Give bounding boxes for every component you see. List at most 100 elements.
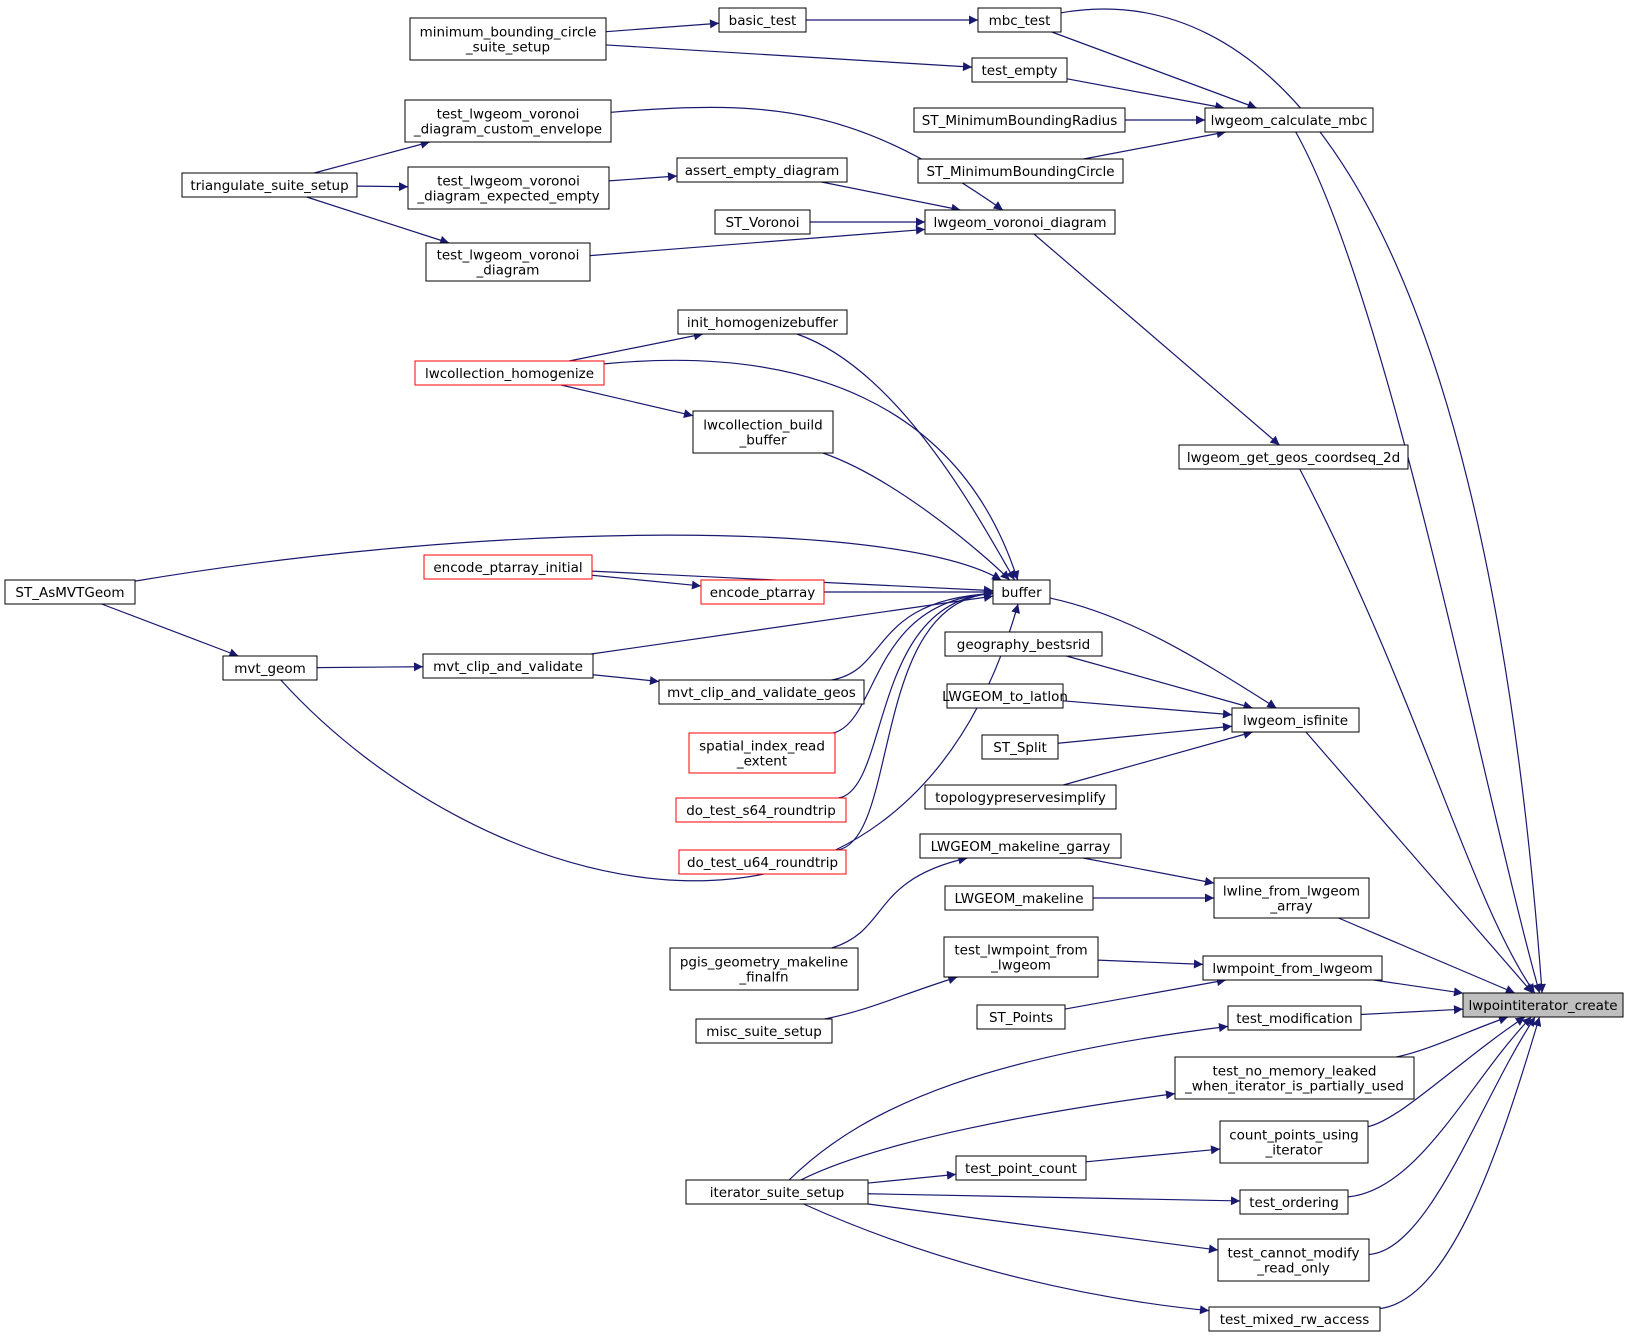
edge-test_empty-to-lwgeom_calculate_mbc [1066, 78, 1225, 111]
node-LWGEOM_makeline[interactable]: LWGEOM_makeline [944, 885, 1094, 911]
node-label: lwgeom_voronoi_diagram [933, 215, 1106, 231]
edge-lwcollection_homogenize-to-init_homogenizebuffer [568, 331, 704, 362]
node-lwcollection_homogenize[interactable]: lwcollection_homogenize [414, 360, 605, 386]
node-label: LWGEOM_makeline_garray [931, 839, 1111, 855]
node-LWGEOM_makeline_garray[interactable]: LWGEOM_makeline_garray [919, 833, 1122, 859]
node-label: test_ordering [1249, 1195, 1339, 1211]
edge-iterator_suite_setup-to-test_no_memory_leaked_when_iterator_is_partially_used [800, 1090, 1176, 1181]
node-mbc_test[interactable]: mbc_test [977, 7, 1062, 33]
node-label: test_empty [982, 63, 1058, 79]
node-ST_AsMVTGeom[interactable]: ST_AsMVTGeom [4, 579, 136, 605]
node-label: lwpointiterator_create [1468, 998, 1617, 1014]
node-lwmpoint_from_lwgeom[interactable]: lwmpoint_from_lwgeom [1202, 955, 1383, 981]
edge-mvt_clip_and_validate_geos-to-buffer [831, 589, 994, 681]
node-ST_MinimumBoundingCircle[interactable]: ST_MinimumBoundingCircle [917, 158, 1124, 184]
node-box [678, 849, 847, 875]
node-box [1239, 1189, 1349, 1215]
node-lwcollection_build_buffer[interactable]: lwcollection_build_buffer [692, 410, 834, 454]
node-test_modification[interactable]: test_modification [1227, 1005, 1362, 1031]
node-test_lwgeom_voronoi_diagram_custom_envelope[interactable]: test_lwgeom_voronoi_diagram_custom_envel… [404, 99, 612, 143]
node-label: _array [1269, 899, 1312, 915]
node-test_no_memory_leaked_when_iterator_is_partially_used[interactable]: test_no_memory_leaked_when_iterator_is_p… [1174, 1056, 1415, 1100]
edge-test_modification-to-lwpointiterator_create [1360, 1005, 1464, 1016]
node-ST_Voronoi[interactable]: ST_Voronoi [714, 209, 811, 235]
node-box [944, 885, 1094, 911]
node-test_lwgeom_voronoi_diagram[interactable]: test_lwgeom_voronoi_diagram [425, 242, 591, 282]
node-lwpointiterator_create[interactable]: lwpointiterator_create [1462, 992, 1624, 1018]
node-geography_bestsrid[interactable]: geography_bestsrid [944, 631, 1103, 657]
node-assert_empty_diagram[interactable]: assert_empty_diagram [676, 157, 848, 183]
node-do_test_u64_roundtrip[interactable]: do_test_u64_roundtrip [678, 849, 847, 875]
node-mvt_clip_and_validate[interactable]: mvt_clip_and_validate [422, 653, 594, 679]
node-label: mbc_test [989, 13, 1051, 29]
node-label: spatial_index_read [699, 739, 825, 755]
node-label: encode_ptarray_initial [433, 560, 582, 576]
node-buffer[interactable]: buffer [992, 579, 1051, 605]
node-lwgeom_voronoi_diagram[interactable]: lwgeom_voronoi_diagram [924, 209, 1116, 235]
node-box [675, 797, 847, 823]
edge-minimum_bounding_circle_suite_setup-to-basic_test [605, 19, 720, 33]
node-ST_MinimumBoundingRadius[interactable]: ST_MinimumBoundingRadius [913, 107, 1126, 133]
edge-mbc_test-to-lwgeom_calculate_mbc [1051, 31, 1257, 110]
edge-lwcollection_build_buffer-to-buffer [822, 452, 1011, 581]
node-box [955, 1155, 1087, 1181]
node-test_lwgeom_voronoi_diagram_expected_empty[interactable]: test_lwgeom_voronoi_diagram_expected_emp… [407, 166, 610, 210]
node-lwline_from_lwgeom_array[interactable]: lwline_from_lwgeom_array [1213, 877, 1370, 919]
node-label: buffer [1001, 585, 1042, 601]
edge-mbc_test-to-lwpointiterator_create [1060, 8, 1546, 994]
node-test_point_count[interactable]: test_point_count [955, 1155, 1087, 1181]
node-lwgeom_calculate_mbc[interactable]: lwgeom_calculate_mbc [1204, 107, 1374, 133]
node-misc_suite_setup[interactable]: misc_suite_setup [695, 1018, 833, 1044]
node-box [692, 410, 834, 454]
node-LWGEOM_to_latlon[interactable]: LWGEOM_to_latlon [942, 683, 1068, 709]
edge-do_test_u64_roundtrip-to-buffer [837, 589, 994, 851]
node-label: mvt_geom [234, 661, 305, 677]
edge-iterator_suite_setup-to-test_mixed_rw_access [803, 1203, 1210, 1315]
node-box [946, 683, 1064, 709]
node-iterator_suite_setup[interactable]: iterator_suite_setup [685, 1179, 869, 1205]
edge-lwcollection_homogenize-to-lwcollection_build_buffer [560, 384, 694, 419]
edge-test_ordering-to-lwpointiterator_create [1347, 1016, 1532, 1198]
node-minimum_bounding_circle_suite_setup[interactable]: minimum_bounding_circle_suite_setup [409, 17, 607, 61]
node-pgis_geometry_makeline_finalfn[interactable]: pgis_geometry_makeline_finalfn [669, 947, 859, 991]
node-mvt_geom[interactable]: mvt_geom [222, 655, 318, 681]
node-spatial_index_read_extent[interactable]: spatial_index_read_extent [688, 732, 836, 774]
node-box [4, 579, 136, 605]
node-ST_Points[interactable]: ST_Points [976, 1004, 1066, 1030]
node-do_test_s64_roundtrip[interactable]: do_test_s64_roundtrip [675, 797, 847, 823]
node-test_empty[interactable]: test_empty [971, 57, 1068, 83]
node-ST_Split[interactable]: ST_Split [981, 734, 1059, 760]
node-label: test_lwgeom_voronoi [437, 248, 580, 264]
node-label: lwline_from_lwgeom [1223, 884, 1360, 900]
node-triangulate_suite_setup[interactable]: triangulate_suite_setup [181, 172, 358, 198]
node-test_lwmpoint_from_lwgeom[interactable]: test_lwmpoint_from_lwgeom [943, 936, 1099, 978]
node-lwgeom_get_geos_coordseq_2d[interactable]: lwgeom_get_geos_coordseq_2d [1178, 444, 1409, 470]
node-basic_test[interactable]: basic_test [718, 7, 807, 33]
edge-geography_bestsrid-to-lwgeom_isfinite [1066, 655, 1253, 710]
node-encode_ptarray_initial[interactable]: encode_ptarray_initial [423, 554, 593, 580]
node-init_homogenizebuffer[interactable]: init_homogenizebuffer [677, 309, 848, 335]
node-mvt_clip_and_validate_geos[interactable]: mvt_clip_and_validate_geos [658, 679, 865, 705]
node-label: _diagram_expected_empty [416, 189, 599, 205]
node-test_ordering[interactable]: test_ordering [1239, 1189, 1349, 1215]
node-label: _iterator [1264, 1143, 1322, 1159]
node-count_points_using_iterator[interactable]: count_points_using_iterator [1219, 1120, 1369, 1164]
node-topologypreservesimplify[interactable]: topologypreservesimplify [924, 784, 1117, 810]
node-box [944, 631, 1103, 657]
node-box [404, 99, 612, 143]
edge-iterator_suite_setup-to-test_modification [788, 1023, 1229, 1181]
node-label: count_points_using [1229, 1128, 1359, 1144]
node-encode_ptarray[interactable]: encode_ptarray [700, 579, 825, 605]
node-box [943, 936, 1099, 978]
node-test_cannot_modify_read_only[interactable]: test_cannot_modify_read_only [1217, 1238, 1370, 1282]
node-lwgeom_isfinite[interactable]: lwgeom_isfinite [1231, 707, 1360, 733]
node-label: misc_suite_setup [706, 1024, 822, 1040]
node-label: _lwgeom [990, 958, 1051, 974]
node-box [1227, 1005, 1362, 1031]
node-label: lwcollection_homogenize [425, 366, 594, 382]
node-layer: lwpointiterator_create minimum_bounding_c… [4, 7, 1624, 1332]
node-label: test_lwmpoint_from [954, 943, 1087, 959]
edge-mvt_clip_and_validate-to-buffer [591, 592, 994, 655]
edge-count_points_using_iterator-to-lwpointiterator_create [1367, 1016, 1526, 1128]
node-test_mixed_rw_access[interactable]: test_mixed_rw_access [1208, 1306, 1381, 1332]
